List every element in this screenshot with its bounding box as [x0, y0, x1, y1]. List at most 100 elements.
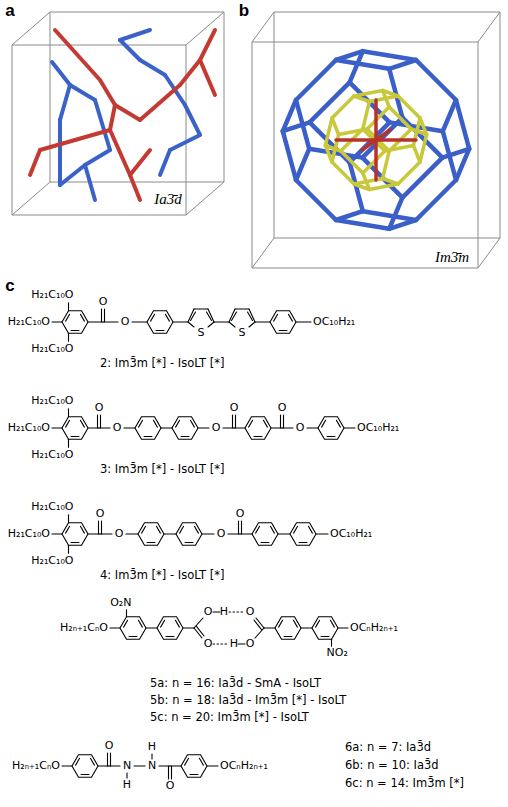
bond-line — [207, 765, 218, 766]
bond-line — [139, 420, 143, 427]
bond-line — [280, 415, 281, 428]
bond-line — [248, 312, 253, 321]
network-strut — [354, 91, 383, 97]
atom-label: O — [296, 422, 305, 435]
unit-cell-edge — [478, 12, 500, 42]
atom-label: OC₁₀H₂₁ — [330, 528, 372, 541]
atom-label: H — [123, 779, 131, 792]
bond-line — [249, 420, 253, 427]
bond-line — [80, 420, 84, 427]
network-strut — [363, 151, 385, 173]
atom-label: O — [217, 528, 226, 541]
atom-label: OC₁₀H₂₁ — [357, 422, 399, 435]
atom-label: S — [198, 327, 205, 340]
network-strut — [385, 146, 414, 152]
bond-line — [151, 314, 155, 321]
bond-line — [68, 439, 69, 447]
benzene-ring — [290, 523, 316, 546]
network-strut — [398, 162, 420, 184]
atom-label: H₂₁C₁₀O — [8, 422, 50, 435]
unit-cell-edge — [252, 238, 274, 268]
bond-line — [264, 627, 275, 628]
bond-line — [68, 515, 69, 523]
network-strut — [339, 129, 368, 135]
bond-line — [213, 611, 220, 612]
bond-line — [185, 758, 189, 765]
compound-caption: 6c: n = 14: Im3̄m [*] — [345, 777, 464, 790]
bond-line — [207, 312, 212, 321]
compound-caption: 4: Im3̄m [*] - IsoLT [*] — [100, 569, 224, 582]
network-strut — [115, 105, 140, 120]
network-strut — [200, 30, 215, 60]
bond-line — [308, 526, 312, 533]
bond-line — [232, 312, 237, 321]
network-strut — [70, 85, 95, 100]
network-strut — [296, 149, 309, 180]
unit-cell-edge — [252, 42, 253, 268]
bond-line — [301, 627, 312, 628]
atom-label: O — [246, 606, 255, 619]
network-strut — [456, 149, 469, 180]
atom-label: H — [148, 741, 156, 754]
unit-cell-edge — [12, 182, 50, 215]
network-strut — [52, 62, 70, 85]
network-strut — [363, 211, 416, 220]
network-strut — [336, 60, 389, 69]
compound-caption: 3: Im3̄m [*] - IsoLT [*] — [100, 463, 224, 476]
bond-line — [81, 774, 89, 775]
unit-cell-edge — [274, 238, 500, 239]
network-strut — [60, 85, 70, 120]
bond-line — [52, 427, 62, 428]
atom-label: O — [95, 402, 104, 415]
network-strut — [376, 130, 390, 140]
atom-label: H₂₁C₁₀O — [31, 500, 73, 513]
atom-label: OCₙH₂ₙ₊₁ — [350, 622, 398, 635]
bond-line — [194, 628, 202, 638]
bond-line — [100, 415, 101, 428]
bond-line — [194, 526, 198, 533]
unit-cell-edge — [224, 12, 225, 182]
bond-line — [129, 636, 137, 637]
network-strut — [200, 60, 215, 95]
network-strut — [369, 184, 398, 190]
network-strut — [30, 150, 40, 175]
compound-caption: 5a: n = 16: Ia3̄d - SmA - IsoLT — [150, 677, 321, 690]
network-strut — [367, 107, 389, 129]
atom-label: O — [121, 316, 130, 329]
bond-line — [147, 542, 155, 543]
bond-line — [110, 753, 111, 766]
atom-label: O — [212, 422, 221, 435]
atom-label: O — [278, 402, 287, 415]
bond-line — [254, 436, 262, 437]
network-strut — [325, 118, 332, 146]
bond-line — [331, 639, 332, 646]
unit-cell-edge — [12, 215, 186, 216]
bond-line — [156, 526, 160, 533]
bond-line — [68, 303, 69, 311]
network-strut — [374, 100, 378, 140]
unit-cell-edge — [500, 12, 501, 238]
bond-line — [164, 533, 176, 534]
atom-label: O — [115, 528, 124, 541]
benzene-ring — [245, 417, 271, 440]
network-strut — [140, 60, 165, 75]
bond-line — [126, 533, 138, 534]
bond-line — [80, 526, 84, 533]
bond-line — [171, 766, 172, 779]
bond-line — [202, 533, 214, 534]
bond-line — [261, 542, 269, 543]
bond-line — [99, 427, 110, 428]
atom-label: NO₂ — [327, 647, 348, 660]
space-group-label: Im3̄m — [435, 249, 469, 266]
bond-line — [232, 415, 233, 428]
bond-line — [124, 427, 135, 428]
benzene-ring — [318, 417, 344, 440]
bond-line — [68, 333, 69, 341]
atom-label: H₂₁C₁₀O — [8, 528, 50, 541]
atom-label: OCₙH₂ₙ₊₁ — [220, 760, 268, 773]
bond-line — [196, 626, 204, 636]
bond-line — [255, 321, 270, 322]
bond-line — [229, 322, 235, 327]
panel-letter: b — [239, 1, 249, 21]
